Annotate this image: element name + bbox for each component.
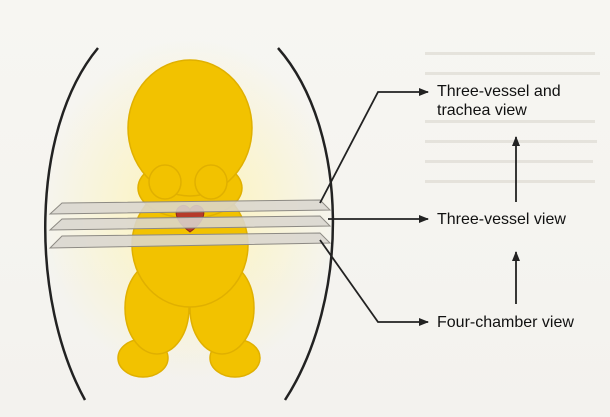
label-three-vessel-text: Three-vessel view: [437, 210, 566, 229]
label-three-vessel-view: Three-vessel view: [437, 210, 566, 229]
label-three-vessel-trachea-line1: Three-vessel and: [437, 82, 561, 101]
label-three-vessel-trachea-line2: trachea view: [437, 101, 561, 120]
label-three-vessel-trachea-view: Three-vessel and trachea view: [437, 82, 561, 120]
connector-four-chamber: [320, 240, 428, 322]
label-four-chamber-view: Four-chamber view: [437, 313, 574, 332]
label-four-chamber-text: Four-chamber view: [437, 313, 574, 332]
